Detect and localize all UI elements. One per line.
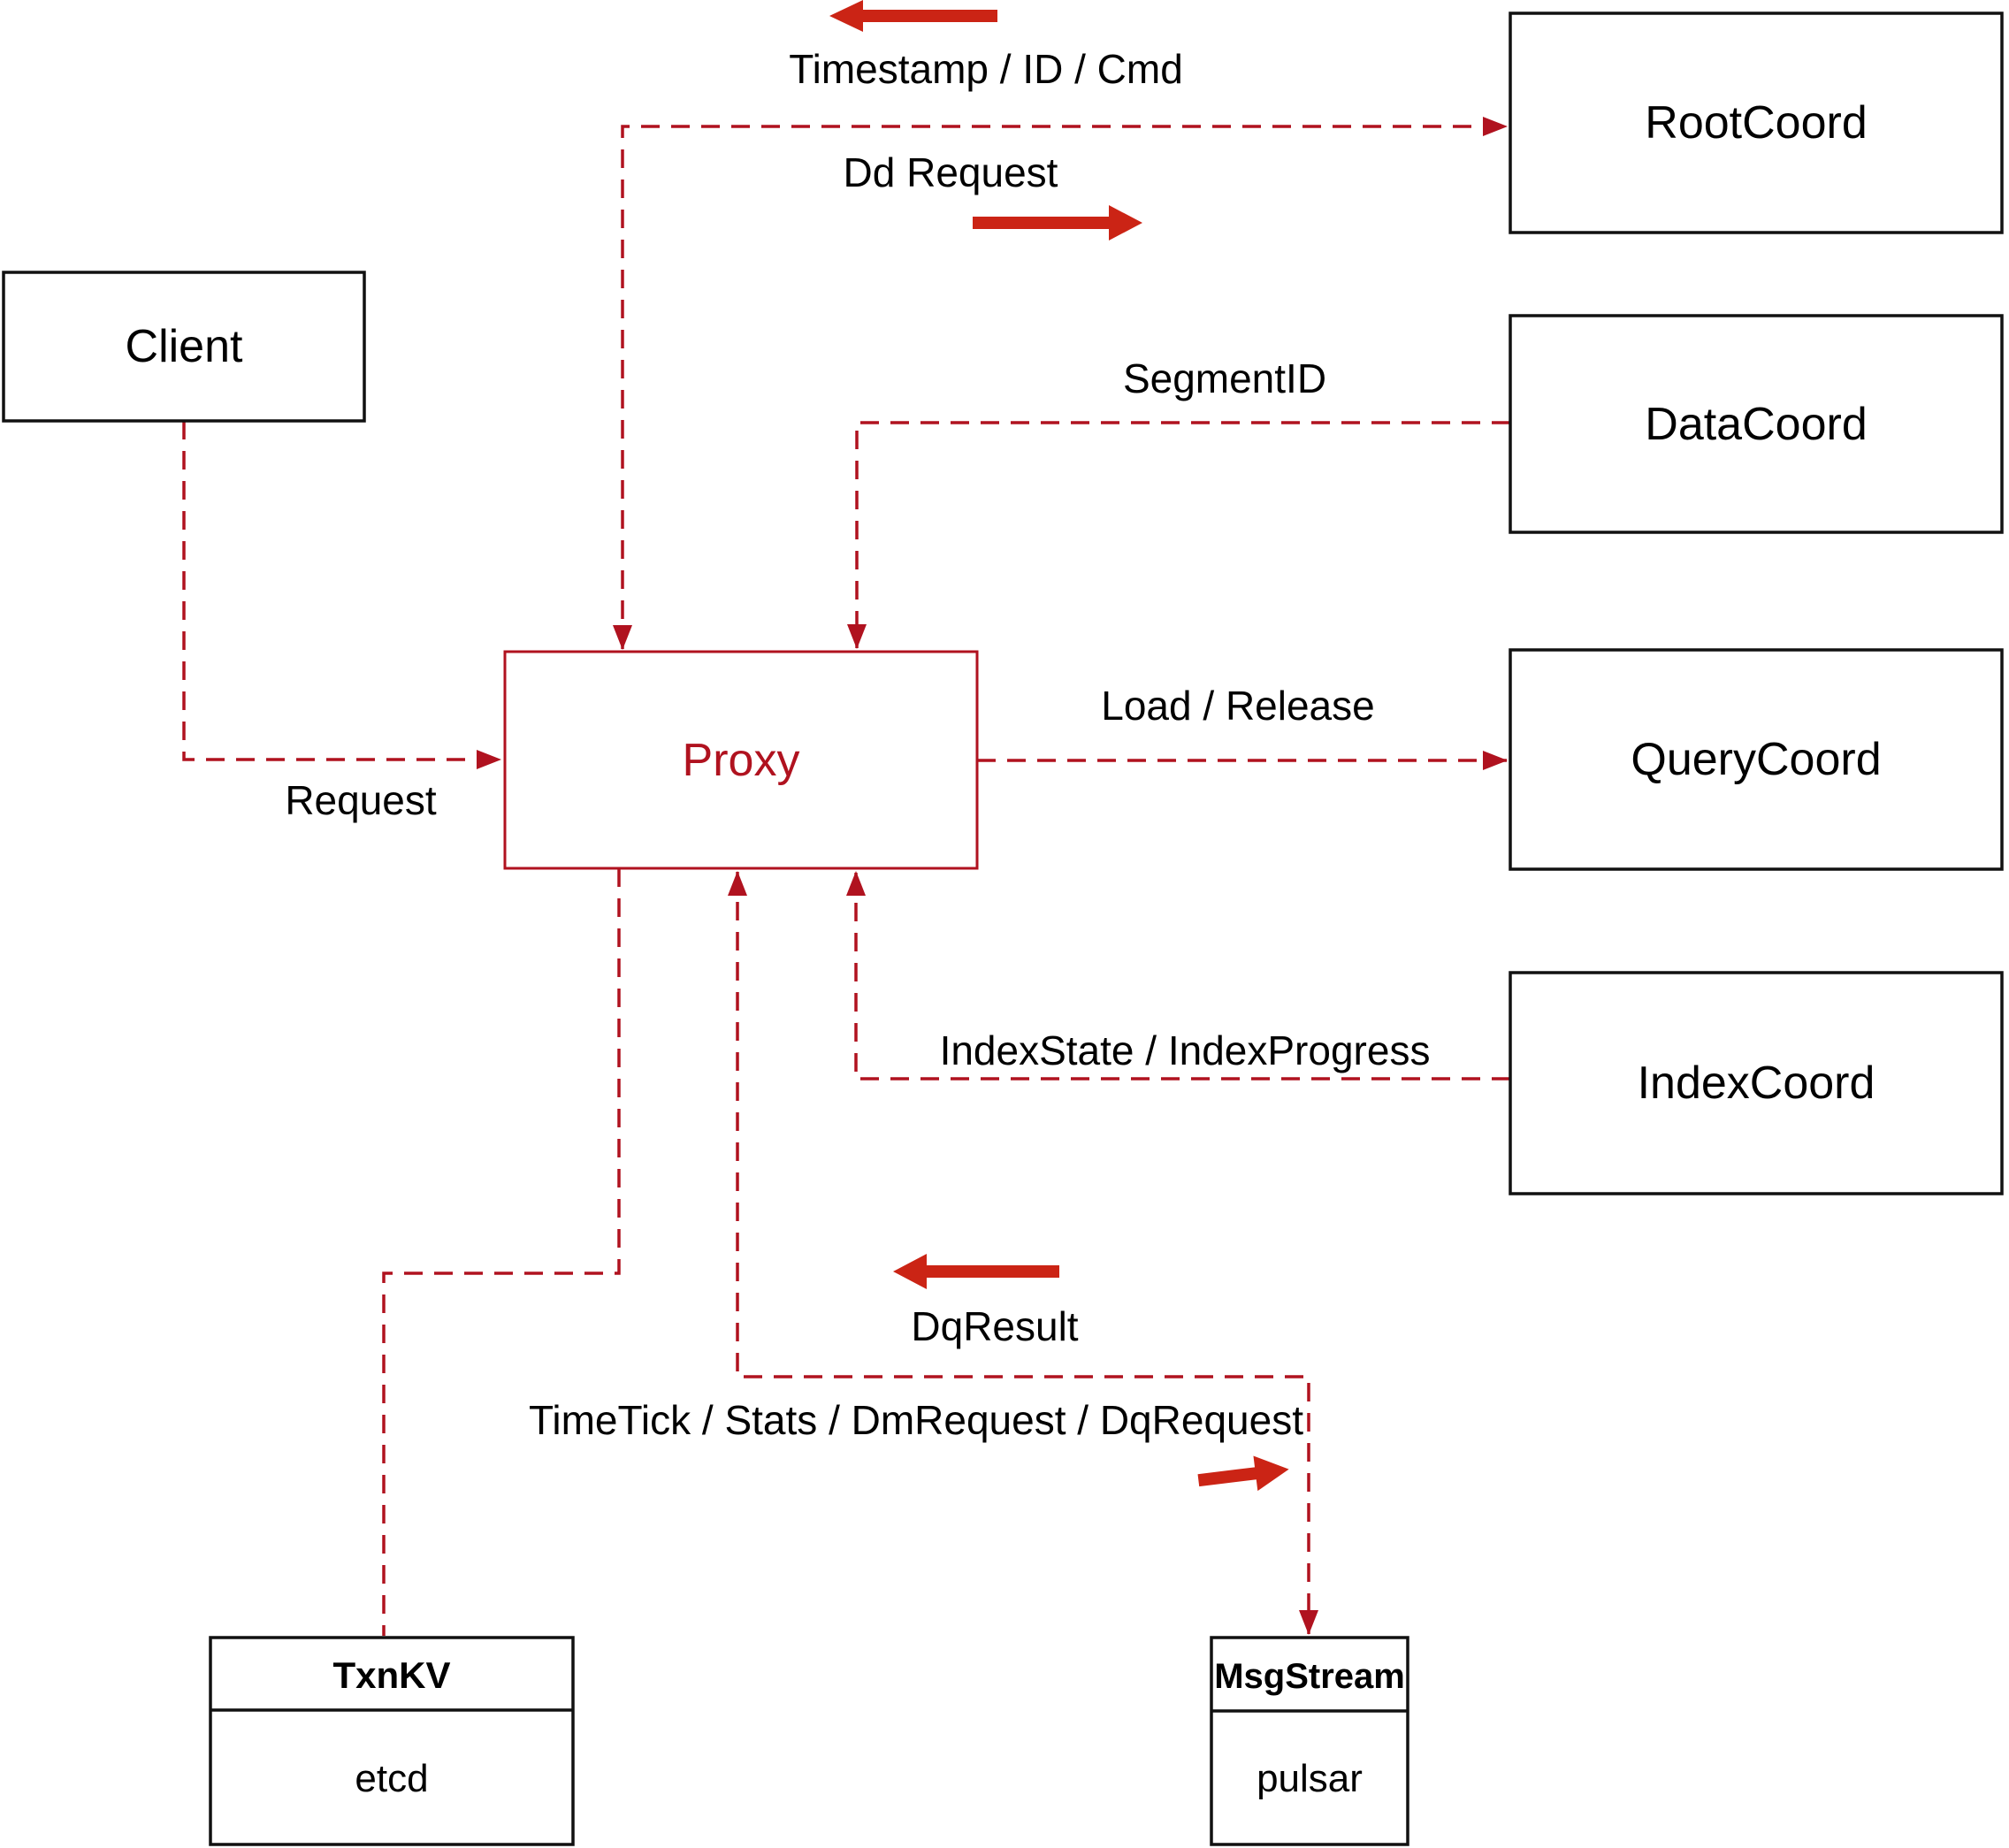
indexcoord-box <box>1509 971 2004 1195</box>
txnkv-node: TxnKV etcd <box>209 1636 575 1846</box>
proxy-box <box>503 650 979 870</box>
edge-client-to-proxy <box>182 421 501 769</box>
msgstream-box <box>1210 1636 1409 1846</box>
edge-datacoord-to-proxy <box>847 421 1510 649</box>
proxy-node: Proxy <box>503 650 979 870</box>
client-node: Client <box>2 271 366 423</box>
rootcoord-label: RootCoord <box>1645 97 1867 149</box>
indexcoord-label: IndexCoord <box>1638 1058 1875 1109</box>
edge-label-segment-id: SegmentID <box>1123 355 1326 401</box>
edge-label-dq-result: DqResult <box>911 1303 1078 1349</box>
dq-result-direction-left-arrow-icon <box>893 1254 1059 1289</box>
edge-label-index-state: IndexState / IndexProgress <box>940 1027 1431 1073</box>
edge-label-request: Request <box>285 777 437 823</box>
datacoord-box <box>1509 314 2004 534</box>
proxy-label: Proxy <box>683 735 800 786</box>
txnkv-impl-label: etcd <box>355 1757 428 1800</box>
client-label: Client <box>126 321 243 372</box>
edge-proxy-rootcoord <box>613 117 1508 650</box>
edge-proxy-to-txnkv <box>382 868 621 1636</box>
time-tick-direction-right-arrow-icon <box>1197 1455 1289 1492</box>
querycoord-node: QueryCoord <box>1509 648 2004 871</box>
querycoord-box <box>1509 648 2004 871</box>
querycoord-label: QueryCoord <box>1631 734 1881 785</box>
timestamp-direction-left-arrow-icon <box>829 0 997 32</box>
edge-label-dd-request: Dd Request <box>844 149 1058 195</box>
msgstream-title: MsgStream <box>1214 1657 1405 1696</box>
datacoord-label: DataCoord <box>1645 399 1867 450</box>
msgstream-impl-label: pulsar <box>1257 1757 1363 1800</box>
client-box <box>2 271 366 423</box>
datacoord-node: DataCoord <box>1509 314 2004 534</box>
txnkv-box <box>209 1636 575 1846</box>
dd-request-direction-right-arrow-icon <box>973 205 1142 241</box>
msgstream-node: MsgStream pulsar <box>1210 1636 1409 1846</box>
rootcoord-box <box>1509 11 2004 234</box>
edge-label-timestamp-id-cmd: Timestamp / ID / Cmd <box>789 46 1183 92</box>
rootcoord-node: RootCoord <box>1509 11 2004 234</box>
edge-label-time-tick: TimeTick / Stats / DmRequest / DqRequest <box>529 1397 1303 1443</box>
edge-label-load-release: Load / Release <box>1101 683 1374 729</box>
edge-proxy-msgstream <box>728 871 1318 1635</box>
indexcoord-node: IndexCoord <box>1509 971 2004 1195</box>
txnkv-title: TxnKV <box>332 1654 450 1696</box>
